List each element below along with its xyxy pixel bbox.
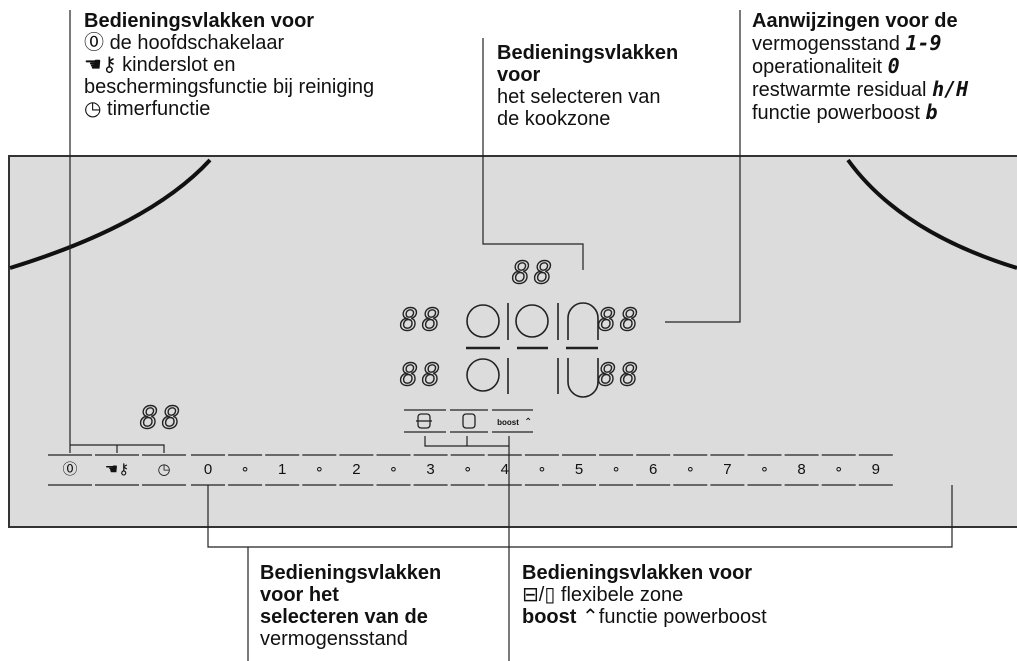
callout-zone-select-line2: de kookzone	[497, 108, 611, 130]
power-level-halfstep-key[interactable]: ∘	[760, 461, 769, 478]
flex-zone-split-icon-text: ⊟/▯	[522, 584, 556, 606]
callout-powerboost-indicator-text: functie powerboost	[752, 102, 920, 124]
key-icon: ⚷	[101, 54, 117, 76]
zone-symbol-lower-left	[466, 358, 500, 392]
display-left-lower: 88	[400, 358, 444, 393]
symbol-b: b	[925, 100, 938, 124]
power-level-key-9[interactable]: 9	[872, 461, 880, 478]
power-level-key-5[interactable]: 5	[575, 461, 583, 478]
hand-icon: ☚	[84, 54, 102, 76]
power-level-halfstep-key[interactable]: ∘	[834, 461, 843, 478]
power-level-key-3[interactable]: 3	[426, 461, 434, 478]
zone-display-cluster: 88 88 88 88 88	[399, 255, 642, 398]
childlock-button[interactable]: ☚⚷	[105, 461, 129, 478]
callout-flex-text: flexibele zone	[560, 584, 684, 606]
callout-power-level-title1: Bedieningsvlakken	[260, 562, 442, 584]
power-level-key-2[interactable]: 2	[352, 461, 360, 478]
callout-main-controls-title: Bedieningsvlakken voor	[84, 10, 315, 32]
power-level-key-4[interactable]: 4	[501, 461, 509, 478]
zone-symbol-lower-right	[567, 358, 599, 398]
flex-zone-split-icon[interactable]	[416, 413, 432, 429]
callout-operational-text: operationaliteit	[752, 56, 883, 78]
callout-zone-select-title2: voor	[497, 64, 541, 86]
power-level-halfstep-key[interactable]: ∘	[686, 461, 695, 478]
cooktop-panel	[8, 155, 1017, 528]
display-top: 88	[512, 256, 556, 291]
callout-indicators: Aanwijzingen voor de vermogensstand 1-9 …	[752, 10, 968, 124]
display-left-upper: 88	[400, 303, 444, 338]
flex-boost-keys	[404, 409, 533, 433]
boost-button-label[interactable]: boost	[497, 418, 519, 427]
bottom-key-row: ⓪ ☚⚷ ◷ 0 ∘ 1 ∘ 2 ∘ 3 ∘ 4 ∘ 5 ∘ 6 ∘ 7 ∘ 8 ∘ 9	[48, 454, 893, 486]
power-level-halfstep-key[interactable]: ∘	[611, 461, 620, 478]
callout-power-level-line1: vermogensstand	[260, 628, 408, 650]
zone-arc-right	[846, 158, 1017, 270]
callout-power-level-title2: voor het	[260, 584, 339, 606]
power-switch-icon: ⓪	[84, 32, 104, 54]
clock-icon: ◷	[84, 98, 102, 120]
flex-zone-full-icon[interactable]	[462, 413, 476, 429]
callout-zone-select-title1: Bedieningsvlakken	[497, 42, 679, 64]
timer-display: 88	[140, 401, 184, 436]
display-right-lower: 88	[598, 358, 642, 393]
power-level-key-0[interactable]: 0	[204, 461, 212, 478]
callout-flex-boost: Bedieningsvlakken voor ⊟/▯ flexibele zon…	[522, 562, 767, 628]
power-level-key-6[interactable]: 6	[649, 461, 657, 478]
zone-symbol-upper-right	[567, 302, 599, 340]
symbol-0: 0	[887, 54, 900, 78]
power-level-halfstep-key[interactable]: ∘	[389, 461, 398, 478]
double-chevron-up-icon: ⌃	[582, 606, 599, 628]
callout-flex-boost-title: Bedieningsvlakken voor	[522, 562, 753, 584]
callout-zone-select-line1: het selecteren van	[497, 86, 661, 108]
power-level-key-1[interactable]: 1	[278, 461, 286, 478]
callout-power-level-title3: selecteren van de	[260, 606, 428, 628]
callout-residual-heat-text: restwarmte residual	[752, 79, 927, 101]
display-right-upper: 88	[598, 303, 642, 338]
double-chevron-up-icon: ⌃	[524, 417, 532, 428]
timer-button[interactable]: ◷	[157, 461, 170, 478]
zone-arc-left	[9, 158, 212, 270]
callout-main-controls: Bedieningsvlakken voor ⓪ de hoofdschakel…	[84, 10, 374, 120]
callout-indicators-title: Aanwijzingen voor de	[752, 10, 958, 32]
zone-symbol-upper-center	[515, 304, 549, 338]
power-level-halfstep-key[interactable]: ∘	[537, 461, 546, 478]
callout-cleaning-text: beschermingsfunctie bij reiniging	[84, 76, 375, 98]
callout-zone-select: Bedieningsvlakken voor het selecteren va…	[497, 42, 678, 130]
callout-power-level-text: vermogensstand	[752, 33, 900, 55]
callout-childlock-text: kinderslot en	[122, 54, 236, 76]
callout-power-level: Bedieningsvlakken voor het selecteren va…	[260, 562, 441, 650]
callout-boost-text: functie powerboost	[598, 606, 767, 628]
leader-lines	[69, 10, 953, 661]
power-level-halfstep-key[interactable]: ∘	[315, 461, 324, 478]
symbol-h: h/H	[932, 77, 969, 101]
power-level-key-8[interactable]: 8	[797, 461, 805, 478]
symbol-1-9: 1-9	[905, 31, 942, 55]
power-level-halfstep-key[interactable]: ∘	[463, 461, 472, 478]
callout-boost-word: boost	[522, 606, 577, 628]
callout-timer-text: timerfunctie	[107, 98, 211, 120]
zone-symbol-upper-left	[466, 304, 500, 338]
power-level-halfstep-key[interactable]: ∘	[240, 461, 249, 478]
callout-main-switch-text: de hoofdschakelaar	[109, 32, 285, 54]
power-level-key-7[interactable]: 7	[723, 461, 731, 478]
main-switch-button[interactable]: ⓪	[62, 461, 77, 478]
